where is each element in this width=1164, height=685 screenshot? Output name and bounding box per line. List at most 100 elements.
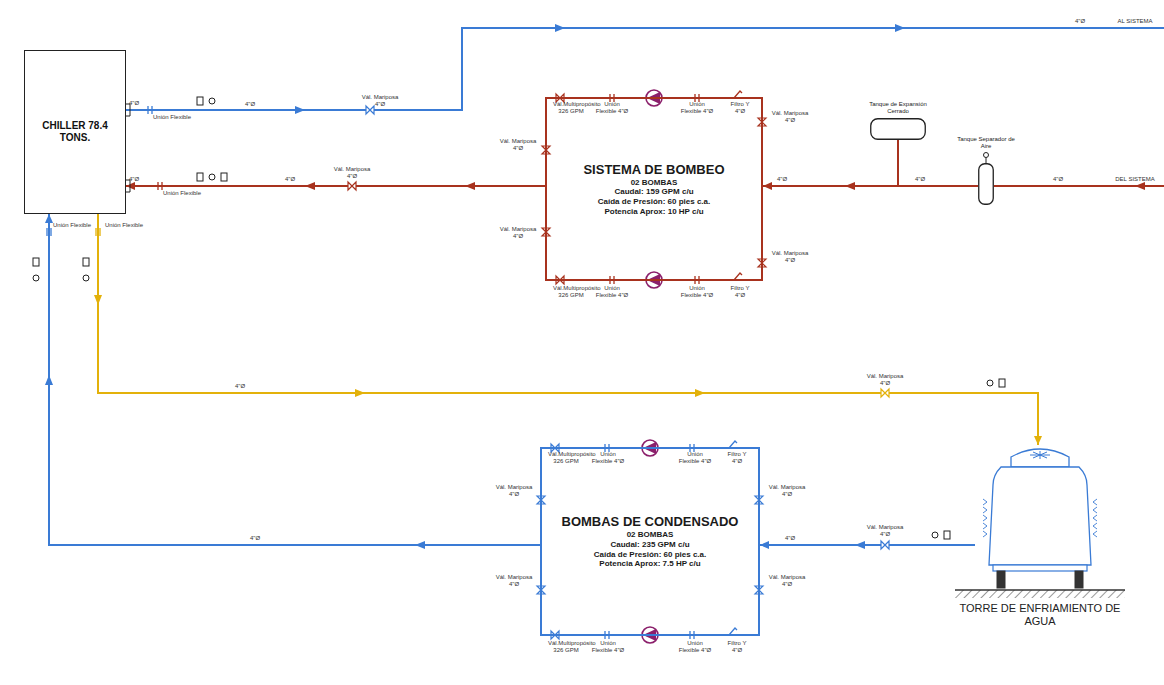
butterfly-valve [542, 228, 550, 236]
sep-shape [978, 163, 994, 205]
flow-arrow [555, 24, 565, 32]
pipe-callout: Unión Flexible [104, 222, 144, 229]
pipe-callout: DEL SISTEMA [1111, 176, 1159, 183]
flow-arrow [295, 106, 305, 114]
tank-drop-guide [898, 141, 899, 186]
y-strainer [734, 91, 742, 98]
pipe-callout: Vál. Mariposa 4"Ø [765, 574, 809, 587]
flexible-coupling [695, 276, 699, 284]
pipe-callout: Filtro Y 4"Ø [722, 451, 752, 464]
louver [983, 515, 987, 521]
thermometer [197, 173, 203, 181]
pipe-size: 4"Ø [776, 176, 788, 183]
pipe-callout: Filtro Y 4"Ø [722, 640, 752, 653]
pipe-callout: Unión Flexible 4"Ø [595, 285, 629, 298]
butterfly-valve [755, 586, 763, 594]
louver [1093, 523, 1097, 529]
pump-loop: SISTEMA DE BOMBEO02 BOMBASCaudal: 159 GP… [545, 97, 763, 281]
louver [1093, 515, 1097, 521]
butterfly-valve [551, 631, 559, 639]
pipe-callout: Vál.Multipropósito 326 GPM [553, 101, 589, 114]
pipe-callout: Unión Flexible [160, 190, 204, 197]
butterfly-valve [758, 259, 766, 267]
pipe-callout: Vál. Mariposa 4"Ø [765, 484, 809, 497]
pipe-callout: 4"Ø [1070, 18, 1090, 25]
louver [983, 531, 987, 537]
pipe-callout: Vál. Mariposa 4"Ø [768, 250, 812, 263]
pump-symbol [646, 272, 662, 288]
pipe-connector [126, 185, 545, 187]
pump-fill [647, 274, 660, 286]
tank-shape [870, 118, 926, 140]
pipe-callout: Filtro Y 4"Ø [725, 285, 755, 298]
butterfly-valve [556, 276, 564, 284]
pipe-connector [49, 214, 540, 545]
pipe-size: 4"Ø [234, 383, 246, 390]
pressure-gauge [987, 380, 993, 386]
pressure-gauge [83, 275, 89, 281]
tower-leg [1075, 571, 1083, 588]
pipe-callout: 4"Ø [240, 101, 260, 108]
pipe-callout: Vál.Multipropósito 326 GPM [548, 640, 584, 653]
chiller-nozzle [126, 180, 130, 192]
loop-heading: SISTEMA DE BOMBEO [583, 162, 724, 177]
butterfly-valve [881, 541, 889, 549]
pump-symbol [646, 90, 662, 106]
pipe-callout: Unión Flexible 4"Ø [678, 451, 712, 464]
thermometer [83, 258, 89, 266]
pipe-connector [898, 140, 978, 186]
pipe-callout: Vál. Mariposa 4"Ø [496, 138, 540, 151]
butterfly-valve [348, 182, 356, 190]
flexible-coupling [610, 276, 614, 284]
pump-loop: BOMBAS DE CONDENSADO02 BOMBASCaudal: 235… [540, 447, 760, 636]
pipe-callout: 4"Ø [1048, 176, 1068, 183]
pipe-callout: Vál. Mariposa 4"Ø [492, 574, 536, 587]
y-strainer [734, 273, 742, 280]
butterfly-valve [537, 586, 545, 594]
pipe-callout: Unión Flexible 4"Ø [680, 285, 714, 298]
pipe-callout: Vál. Mariposa 4"Ø [863, 524, 907, 537]
tank-outline [871, 119, 926, 140]
pipe-callout: Vál. Mariposa 4"Ø [496, 226, 540, 239]
pipe-callout: Vál.Multipropósito 326 GPM [553, 285, 589, 298]
flexible-coupling [610, 94, 614, 102]
pipe-callout: Vál.Multipropósito 326 GPM [548, 451, 584, 464]
loop-heading: BOMBAS DE CONDENSADO [562, 514, 739, 529]
tower-basin [993, 565, 1087, 571]
butterfly-valve [542, 146, 550, 154]
butterfly-valve [758, 118, 766, 126]
loop-spec: 02 BOMBAS [631, 178, 678, 188]
pipe-callout: 4"Ø [910, 176, 930, 183]
pipe-callout: Unión Flexible [52, 222, 92, 229]
loop-spec: Caudal: 235 GPM c/u [610, 540, 689, 550]
pipe-size: 4"Ø [249, 535, 261, 542]
pipe-size: 4"Ø [784, 535, 796, 542]
y-strainer [729, 441, 737, 448]
fan-symbol [1030, 451, 1050, 459]
pipe-callout: Filtro Y 4"Ø [725, 101, 755, 114]
loop-spec: Potencia Aprox: 10 HP c/u [604, 207, 703, 217]
loop-spec: Caída de Presión: 60 pies c.a. [594, 550, 707, 560]
butterfly-valve [755, 496, 763, 504]
louver [983, 523, 987, 529]
louver [1093, 531, 1097, 537]
pipe-callout: Unión Flexible [150, 114, 194, 121]
pressure-gauge [209, 98, 215, 104]
flexible-coupling [605, 444, 609, 452]
pump-fill [643, 442, 656, 454]
chiller-title: CHILLER 78.4 TONS. [38, 120, 112, 145]
pressure-gauge [932, 532, 938, 538]
chiller-node: CHILLER 78.4 TONS. [24, 50, 126, 214]
flexible-coupling [690, 444, 694, 452]
separator-outline [979, 164, 994, 205]
butterfly-valve [551, 444, 559, 452]
pipe-callout: Vál. Mariposa 4"Ø [330, 166, 374, 179]
pump-fill [643, 629, 656, 641]
pipe-callout: Unión Flexible 4"Ø [591, 640, 625, 653]
flexible-coupling [605, 631, 609, 639]
pipe-callout: Unión Flexible 4"Ø [595, 101, 629, 114]
butterfly-valve [537, 496, 545, 504]
thermometer [221, 173, 227, 181]
pump-symbol [642, 627, 658, 643]
loop-spec: Caudal: 159 GPM c/u [614, 187, 693, 197]
